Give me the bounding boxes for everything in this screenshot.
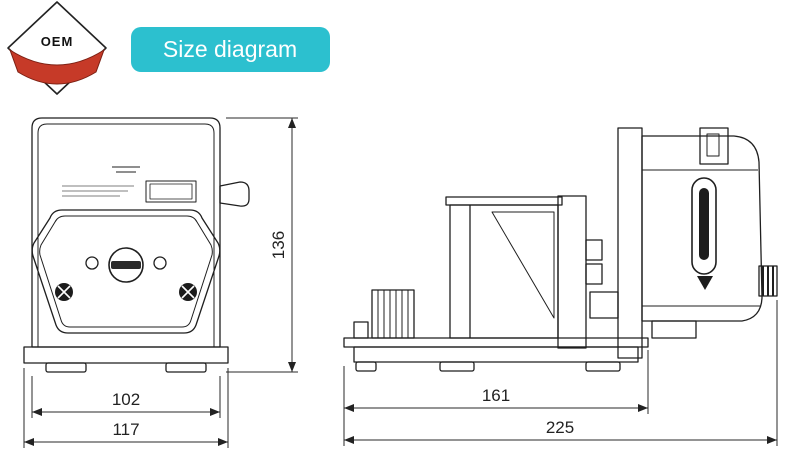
side-view-drawing — [343, 127, 778, 372]
front-dimensions — [23, 117, 298, 448]
tube-channel — [691, 177, 717, 275]
badge-ribbon — [9, 48, 105, 85]
vertical-plate — [617, 127, 643, 359]
front-height-dim-label: 136 — [269, 231, 288, 259]
pump-head-side — [641, 127, 778, 339]
side-foot-right — [585, 361, 621, 372]
front-width-body-dim-label: 102 — [112, 390, 140, 409]
clamp-pointer — [697, 276, 713, 290]
side-lever — [219, 181, 250, 207]
title-banner: Size diagram — [131, 27, 330, 72]
dim-136-extensions — [226, 117, 298, 373]
side-foot-mid — [439, 361, 475, 372]
front-foot-left — [45, 362, 87, 373]
oem-badge: OEM — [7, 1, 107, 95]
front-base — [23, 346, 229, 364]
title-banner-bg — [131, 27, 330, 72]
thumb-screws — [55, 283, 197, 301]
mounting-bracket — [557, 195, 619, 349]
page-title: Size diagram — [163, 36, 297, 62]
adjust-knob — [758, 265, 778, 297]
pump-body-inner-outline — [37, 123, 215, 347]
front-view-drawing — [23, 117, 250, 373]
thumb-screw-crosses — [57, 285, 195, 299]
pump-head-inner-outline — [39, 215, 213, 328]
center-shaft — [108, 247, 144, 283]
badge-label: OEM — [41, 34, 74, 49]
side-base-slab — [353, 346, 639, 363]
side-base-flange — [343, 337, 649, 348]
pump-head-outline — [31, 209, 221, 334]
head-foot — [651, 320, 697, 339]
shaft-slot — [111, 261, 141, 269]
ribbed-block — [371, 289, 415, 339]
left-step-block — [353, 321, 369, 339]
side-depth-base-dim-label: 161 — [482, 386, 510, 405]
front-width-overall-dim-label: 117 — [112, 420, 139, 439]
front-foot-right — [165, 362, 207, 373]
roller-right — [153, 256, 167, 270]
pump-body-outline — [31, 117, 221, 348]
side-depth-overall-dim-label: 225 — [546, 418, 574, 437]
side-foot-left — [355, 361, 377, 372]
side-dimensions — [343, 300, 778, 446]
roller-left — [85, 256, 99, 270]
display-panel — [62, 166, 197, 203]
tube-channel-fill — [699, 188, 709, 260]
dim-117-extensions — [23, 368, 229, 448]
motor-body — [445, 196, 563, 339]
